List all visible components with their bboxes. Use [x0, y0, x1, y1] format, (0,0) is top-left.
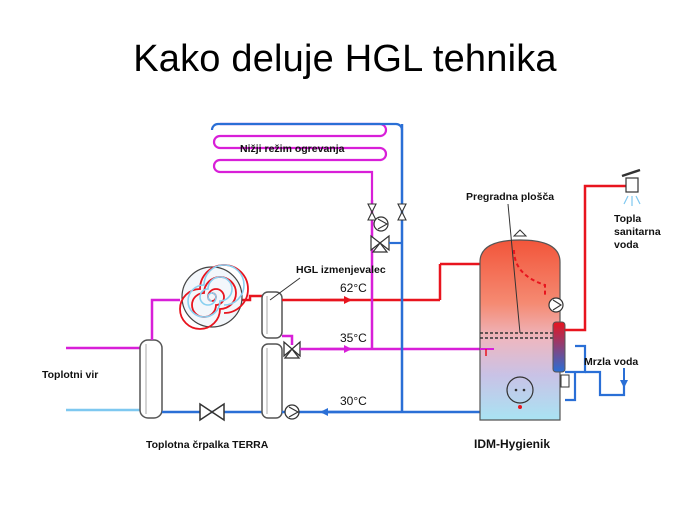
- temp-cold: 30°C: [340, 394, 367, 408]
- compressor-spiral-icon: [179, 264, 249, 330]
- label-hgl-exchanger: HGL izmenjevalec: [296, 264, 386, 276]
- label-separation-plate: Pregradna plošča: [466, 191, 554, 203]
- three-way-valve-icon: [283, 340, 301, 359]
- page-title: Kako deluje HGL tehnika: [133, 38, 557, 80]
- dhw-exchanger: [548, 297, 570, 388]
- temp-hot: 62°C: [340, 281, 367, 295]
- label-lower-heating-mode: Nižji režim ogrevanja: [240, 143, 345, 155]
- cold-water-inlet-icon: [620, 368, 628, 388]
- loop-valves-icon: [367, 203, 407, 253]
- hgl-exchanger-upper: [261, 291, 283, 339]
- temp-mid: 35°C: [340, 331, 367, 345]
- label-hot-water-1: Topla: [614, 213, 641, 225]
- faucet-icon: [621, 168, 641, 206]
- label-hot-water-3: voda: [614, 239, 639, 251]
- heat-source-exchanger: [139, 339, 163, 419]
- hgl-internal-pipes: [282, 298, 440, 345]
- label-heat-pump: Toplotna črpalka TERRA: [146, 439, 269, 451]
- label-cold-water: Mrzla voda: [584, 356, 638, 368]
- return-30-pipe: [282, 124, 488, 414]
- expansion-valve-icon: [199, 402, 225, 422]
- label-heat-source: Toplotni vir: [42, 369, 98, 381]
- label-hot-water-2: sanitarna: [614, 226, 661, 238]
- hygienik-tank: [479, 229, 561, 421]
- hgl-exchanger-lower: [261, 343, 283, 419]
- heat-source-pipes: [66, 346, 140, 412]
- plate-leader-line: [507, 203, 521, 334]
- return-pump-icon: [284, 404, 300, 420]
- label-tank: IDM-Hygienik: [474, 437, 550, 451]
- floor-heating-loops: [210, 122, 404, 200]
- hgl-leader-line: [269, 277, 301, 301]
- dhw-pipes: [565, 184, 628, 402]
